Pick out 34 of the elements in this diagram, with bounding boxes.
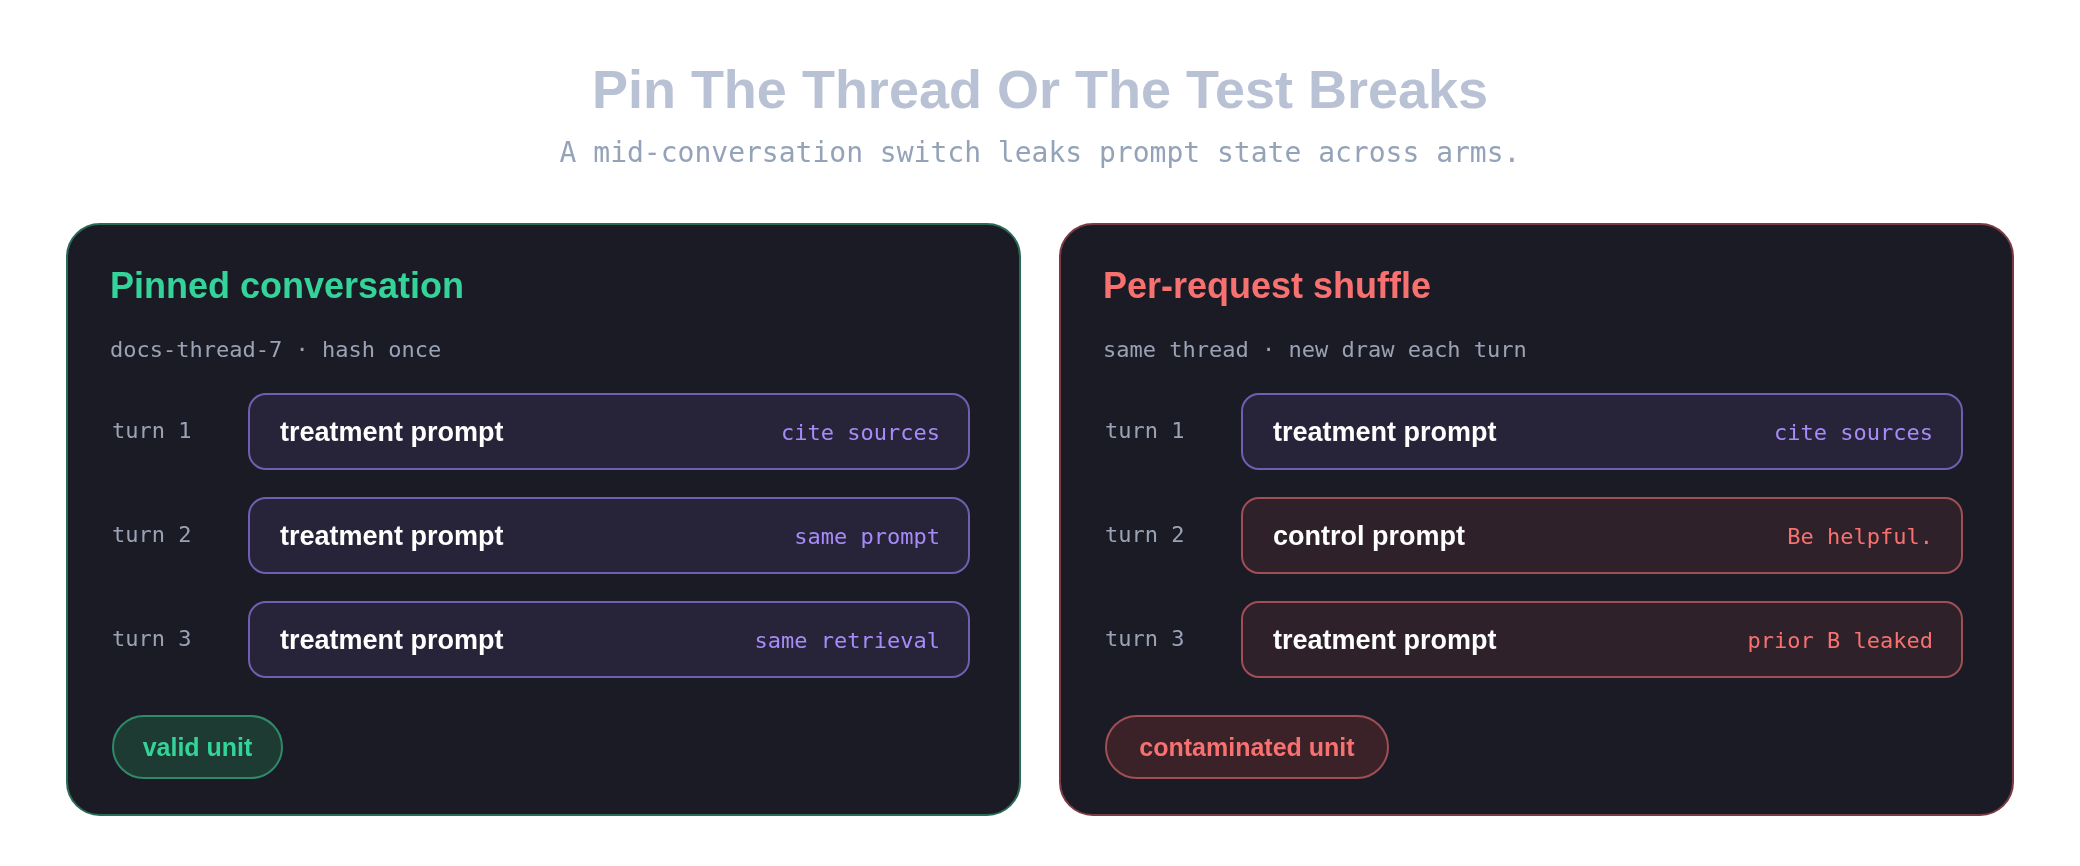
panel-subtitle: same thread · new draw each turn xyxy=(1103,337,1527,362)
prompt-name: treatment prompt xyxy=(280,520,504,551)
turn-label: turn 3 xyxy=(1105,625,1185,651)
turn-label: turn 2 xyxy=(112,521,192,547)
diagram-title: Pin The Thread Or The Test Breaks xyxy=(590,58,1490,120)
prompt-note: same retrieval xyxy=(754,627,940,652)
prompt-note: Be helpful. xyxy=(1787,523,1933,548)
prompt-name: treatment prompt xyxy=(1273,416,1497,447)
prompt-row xyxy=(248,497,970,574)
panel-heading: Per-request shuffle xyxy=(1103,265,1432,307)
status-tag: valid unit xyxy=(112,715,283,779)
turn-label: turn 1 xyxy=(112,417,192,443)
prompt-name: treatment prompt xyxy=(280,416,504,447)
diagram-subtitle: A mid-conversation switch leaks prompt state across arms. xyxy=(558,136,1522,169)
turn-label: turn 2 xyxy=(1105,521,1185,547)
prompt-name: treatment prompt xyxy=(1273,624,1497,655)
panel-heading: Pinned conversation xyxy=(110,265,465,307)
panel-subtitle: docs-thread-7 · hash once xyxy=(110,337,442,362)
prompt-row xyxy=(248,601,970,678)
prompt-row xyxy=(1241,497,1963,574)
prompt-note: cite sources xyxy=(781,419,940,444)
status-tag: contaminated unit xyxy=(1105,715,1389,779)
prompt-row xyxy=(1241,601,1963,678)
prompt-name: treatment prompt xyxy=(280,624,504,655)
turn-label: turn 1 xyxy=(1105,417,1185,443)
prompt-row xyxy=(1241,393,1963,470)
panel-card xyxy=(66,223,1021,816)
prompt-name: control prompt xyxy=(1273,520,1465,551)
prompt-row xyxy=(248,393,970,470)
prompt-note: prior B leaked xyxy=(1747,627,1933,652)
prompt-note: cite sources xyxy=(1774,419,1933,444)
panel-card xyxy=(1059,223,2014,816)
turn-label: turn 3 xyxy=(112,625,192,651)
prompt-note: same prompt xyxy=(794,523,940,548)
